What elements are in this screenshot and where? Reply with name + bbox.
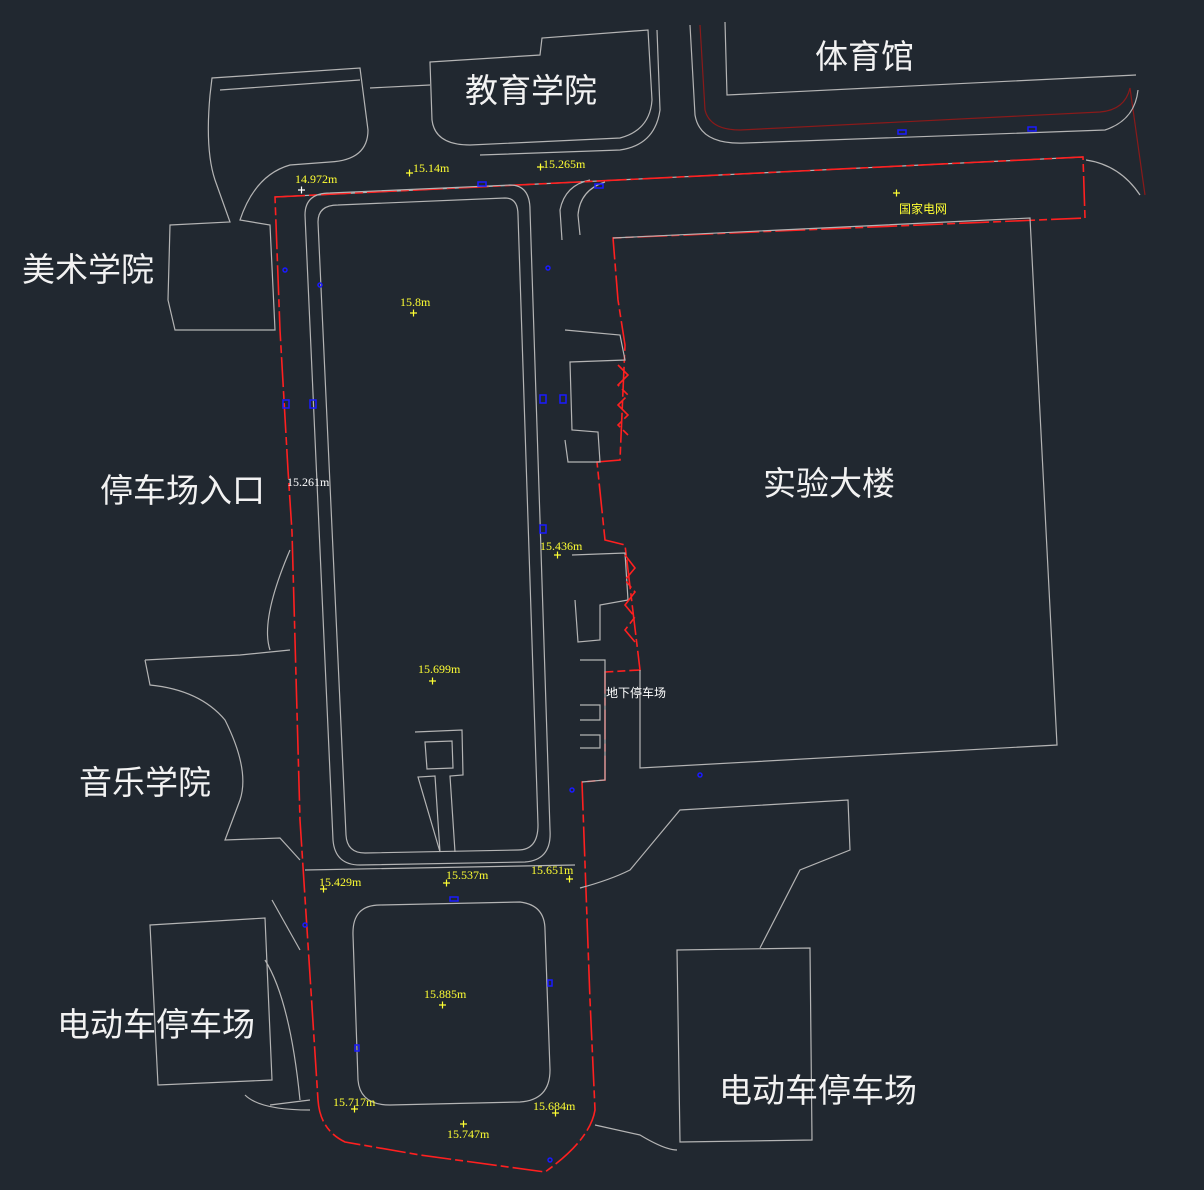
survey-point-marker (460, 1120, 467, 1128)
label-ebike-parking-left: 电动车停车场 (57, 1005, 255, 1044)
utility-features (282, 126, 1037, 1163)
lower-road (269, 799, 851, 1106)
gym-road (689, 21, 1139, 144)
elevation-label: 15.265m (543, 157, 586, 171)
label-education: 教育学院 (465, 71, 597, 110)
fine-arts-inner (219, 79, 431, 91)
elevation-label: 15.684m (533, 1099, 576, 1113)
label-state-grid: 国家电网 (899, 202, 948, 216)
elevation-label: 15.537m (446, 868, 489, 882)
gym-outline (699, 24, 1146, 196)
survey-point-marker (554, 551, 561, 559)
elevation-label: 14.972m (295, 172, 338, 186)
ebike-parking-left-outline (149, 899, 311, 1111)
survey-point-marker (552, 1109, 559, 1117)
label-gym: 体育馆 (815, 37, 914, 76)
top-road (274, 156, 1141, 241)
fine-arts-outline (167, 67, 369, 331)
music-outline (144, 549, 301, 861)
survey-point-marker (537, 163, 544, 171)
survey-point-marker (893, 189, 900, 197)
elevation-label: 15.261m (287, 475, 330, 489)
survey-point-marker (443, 879, 450, 887)
label-music: 音乐学院 (79, 763, 211, 802)
label-underground-parking: 地下停车场 (606, 686, 667, 700)
label-parking-entrance: 停车场入口 (100, 471, 265, 510)
lower-square-outline (352, 901, 551, 1106)
parking-loop-outer (304, 184, 551, 866)
survey-point-marker (439, 1001, 446, 1009)
elevation-label: 15.717m (333, 1095, 376, 1109)
survey-point-marker (566, 875, 573, 883)
survey-point-marker (429, 677, 436, 685)
survey-point-marker (298, 186, 305, 194)
elevation-label: 15.699m (418, 662, 461, 676)
kiosk-outline (414, 729, 464, 853)
survey-point-marker (410, 309, 417, 317)
elevation-label: 15.429m (319, 875, 362, 889)
elevation-label: 15.14m (413, 161, 450, 175)
lab-building-outline (612, 217, 1058, 769)
elevation-label: 15.651m (531, 863, 574, 877)
education-building-outline (429, 29, 653, 146)
elevation-label: 15.747m (447, 1127, 490, 1141)
lab-zigzag-1 (616, 364, 630, 436)
survey-point-marker (351, 1105, 358, 1113)
elevation-label: 15.8m (400, 295, 431, 309)
lab-annex (564, 329, 629, 783)
education-plaza-outline (479, 29, 661, 156)
label-lab-building: 实验大楼 (763, 464, 895, 503)
label-ebike-parking-right: 电动车停车场 (719, 1071, 917, 1110)
lab-zigzag-2 (623, 554, 637, 643)
parking-loop-inner (317, 197, 539, 854)
survey-point-marker (320, 885, 327, 893)
ebike-parking-right-outline (594, 947, 813, 1151)
survey-point-marker (406, 169, 413, 177)
elevation-label: 15.436m (540, 539, 583, 553)
site-boundary (274, 156, 1086, 1173)
elevation-label: 15.885m (424, 987, 467, 1001)
label-fine-arts: 美术学院 (22, 250, 154, 289)
